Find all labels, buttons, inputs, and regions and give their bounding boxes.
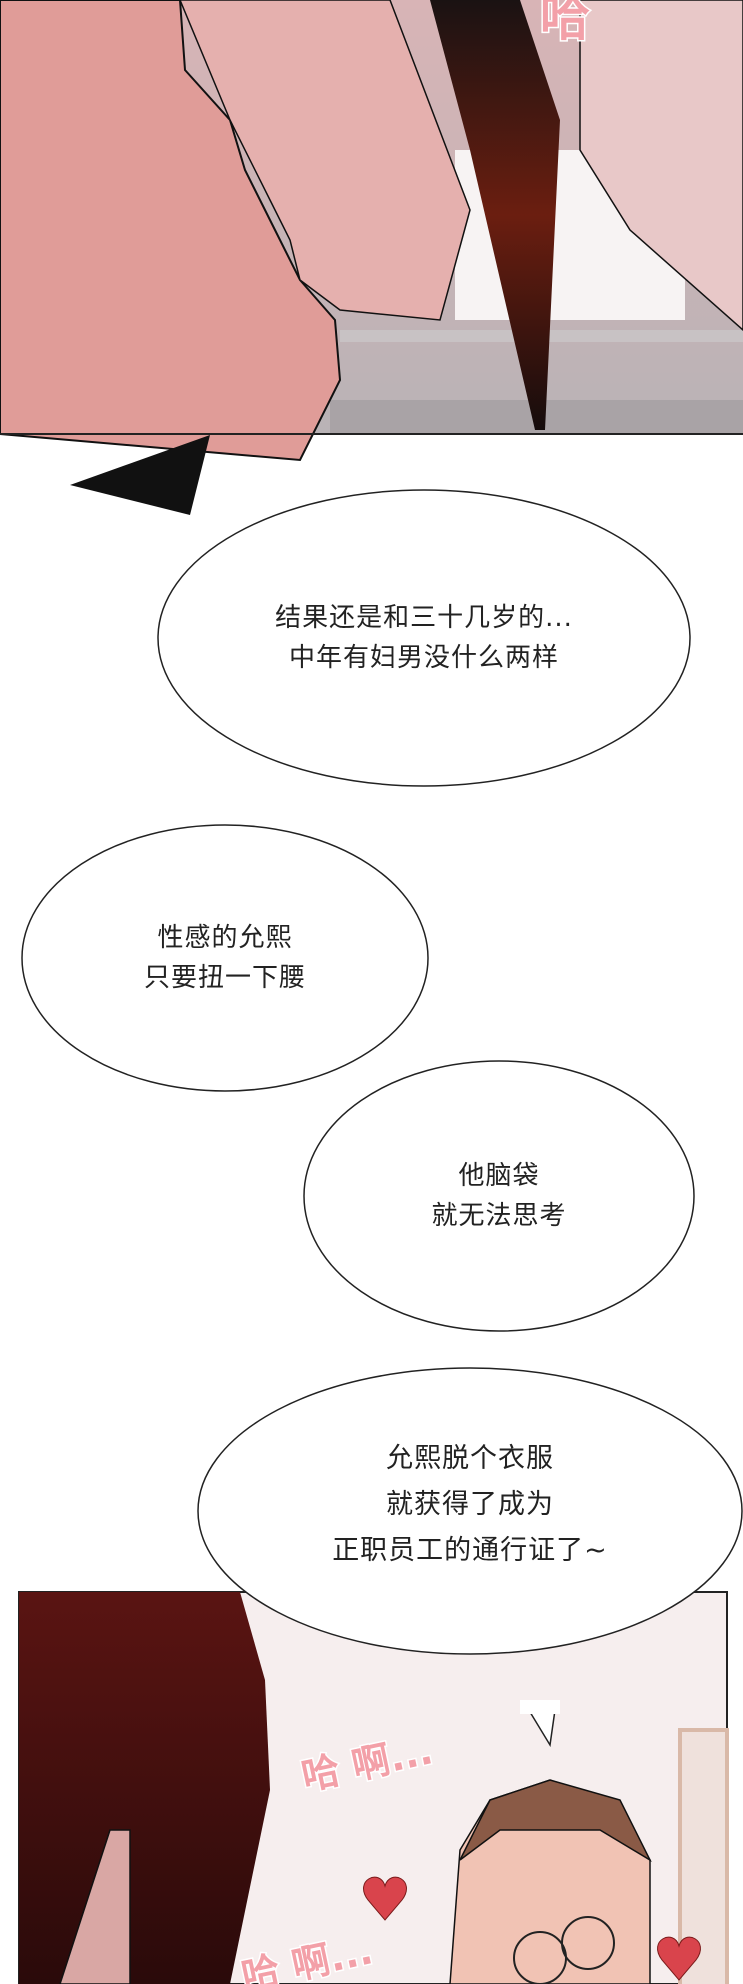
speech-line: 他脑袋 bbox=[458, 1161, 540, 1191]
sfx-top: 哈 bbox=[539, 0, 592, 49]
speech-line: 中年有妇男没什么两样 bbox=[288, 643, 559, 673]
speech-line: 就无法思考 bbox=[431, 1201, 567, 1231]
speech-balloon-2 bbox=[21, 824, 429, 1092]
speech-line: 正职员工的通行证了~ bbox=[332, 1535, 608, 1566]
speech-line: 就获得了成为 bbox=[386, 1489, 554, 1520]
speech-text-2: 性感的允熙 只要扭一下腰 bbox=[22, 880, 428, 1036]
bottom-panel: 哈 啊... 哈 啊... bbox=[18, 1591, 729, 1984]
speech-balloon-4 bbox=[197, 1367, 743, 1748]
speech-line: 结果还是和三十几岁的... bbox=[275, 603, 573, 633]
speech-line: 只要扭一下腰 bbox=[143, 963, 306, 993]
speech-text-1: 结果还是和三十几岁的... 中年有妇男没什么两样 bbox=[158, 560, 690, 716]
speech-line: 性感的允熙 bbox=[157, 923, 293, 953]
heart-icon bbox=[657, 1936, 701, 1981]
top-panel: 哈 bbox=[0, 0, 743, 515]
speech-balloon-3 bbox=[303, 1060, 695, 1332]
speech-text-4: 允熙脱个衣服 就获得了成为 正职员工的通行证了~ bbox=[200, 1410, 740, 1600]
speech-text-3: 他脑袋 就无法思考 bbox=[304, 1118, 694, 1274]
svg-text:哈: 哈 bbox=[540, 0, 590, 47]
speech-balloon-1 bbox=[157, 489, 691, 787]
speech-line: 允熙脱个衣服 bbox=[386, 1443, 554, 1474]
heart-icon bbox=[363, 1876, 407, 1921]
